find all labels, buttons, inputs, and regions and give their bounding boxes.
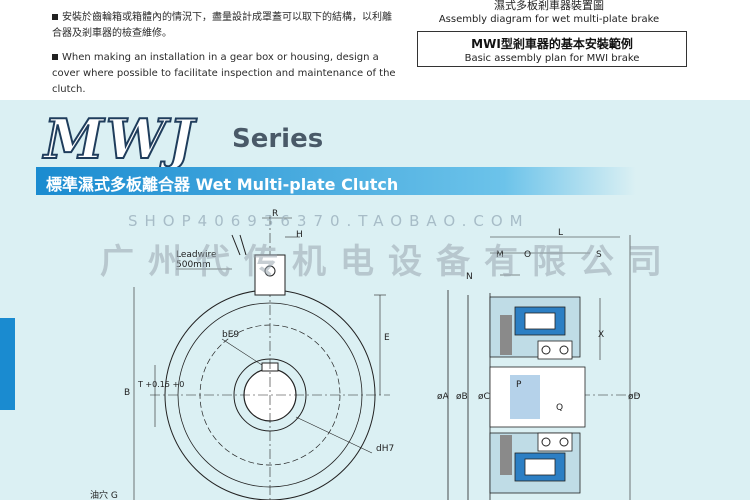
spline-section: [510, 375, 540, 419]
ball-upper-2: [559, 345, 569, 355]
label-S: S: [596, 250, 602, 260]
section-banner: [36, 167, 636, 195]
installation-note-en: When making an installation in a gear bo…: [52, 50, 402, 98]
label-T: T +0.15 +0: [138, 380, 185, 389]
coil-lower-window: [524, 458, 556, 476]
label-C: øC: [478, 392, 490, 402]
label-R: R: [272, 209, 279, 219]
label-P: P: [516, 380, 522, 390]
label-D: øD: [628, 392, 641, 402]
label-O: O: [524, 250, 532, 260]
model-title: MWJ: [43, 106, 196, 172]
label-A: øA: [437, 392, 449, 402]
ball-upper-1: [541, 345, 551, 355]
label-H: H: [296, 230, 303, 240]
label-X: X: [598, 330, 605, 340]
coil-upper-window: [524, 312, 556, 330]
hub-section: [489, 366, 586, 428]
basic-plan-title-zh: MWI型剎車器的基本安裝範例: [471, 37, 633, 51]
label-N: N: [466, 272, 473, 282]
label-leadwire: Leadwire: [176, 250, 217, 260]
label-bE9: bE9: [222, 330, 240, 340]
terminal-box: [254, 254, 286, 296]
label-oil-hole: 油穴 G: [90, 491, 118, 500]
label-Q: Q: [556, 403, 564, 413]
product-section: [0, 100, 750, 500]
label-B: B: [124, 388, 131, 398]
bullet-icon: [52, 54, 58, 60]
leadwire: [231, 234, 247, 256]
label-leadwire-length: 500mm: [176, 260, 211, 270]
label-E: E: [384, 333, 390, 343]
notes-panel: 安裝於齒輪箱或箱體內的情況下，盡量設計成罩蓋可以取下的結構，以利離合器及剎車器的…: [0, 0, 750, 100]
installation-note-zh-text: 安裝於齒輪箱或箱體內的情況下，盡量設計成罩蓋可以取下的結構，以利離合器及剎車器的…: [52, 12, 392, 39]
bearing-upper: [537, 340, 573, 360]
plates-lower: [500, 435, 512, 475]
section-banner-text: 標準濕式多板離合器 Wet Multi-plate Clutch: [46, 175, 399, 194]
ball-lower-2: [559, 437, 569, 447]
shop-watermark: SHOP406936370.TAOBAO.COM: [128, 212, 530, 230]
bullet-icon: [52, 14, 58, 20]
label-M: M: [496, 250, 504, 260]
basic-plan-title-en: Basic assembly plan for MWI brake: [464, 53, 640, 64]
plates-upper: [500, 315, 512, 355]
ball-lower-1: [541, 437, 551, 447]
installation-note-zh: 安裝於齒輪箱或箱體內的情況下，盡量設計成罩蓋可以取下的結構，以利離合器及剎車器的…: [52, 10, 392, 42]
label-L: L: [558, 228, 564, 238]
assembly-caption-zh: 濕式多板剎車器裝置圖: [494, 0, 604, 12]
label-B-diameter: øB: [456, 392, 468, 402]
series-label: Series: [232, 124, 324, 154]
installation-note-en-text: When making an installation in a gear bo…: [52, 52, 396, 95]
label-dH7: dH7: [376, 444, 395, 454]
side-view: [489, 296, 586, 494]
assembly-caption-en: Assembly diagram for wet multi-plate bra…: [438, 14, 660, 25]
side-tab-marker: [0, 318, 15, 410]
technical-drawing: [133, 215, 640, 500]
basic-plan-box: MWI型剎車器的基本安裝範例 Basic assembly plan for M…: [417, 31, 687, 67]
bearing-lower: [537, 432, 573, 452]
company-watermark: 广州代传机电设备有限公司: [100, 242, 676, 282]
terminal-bolt: [264, 265, 276, 277]
